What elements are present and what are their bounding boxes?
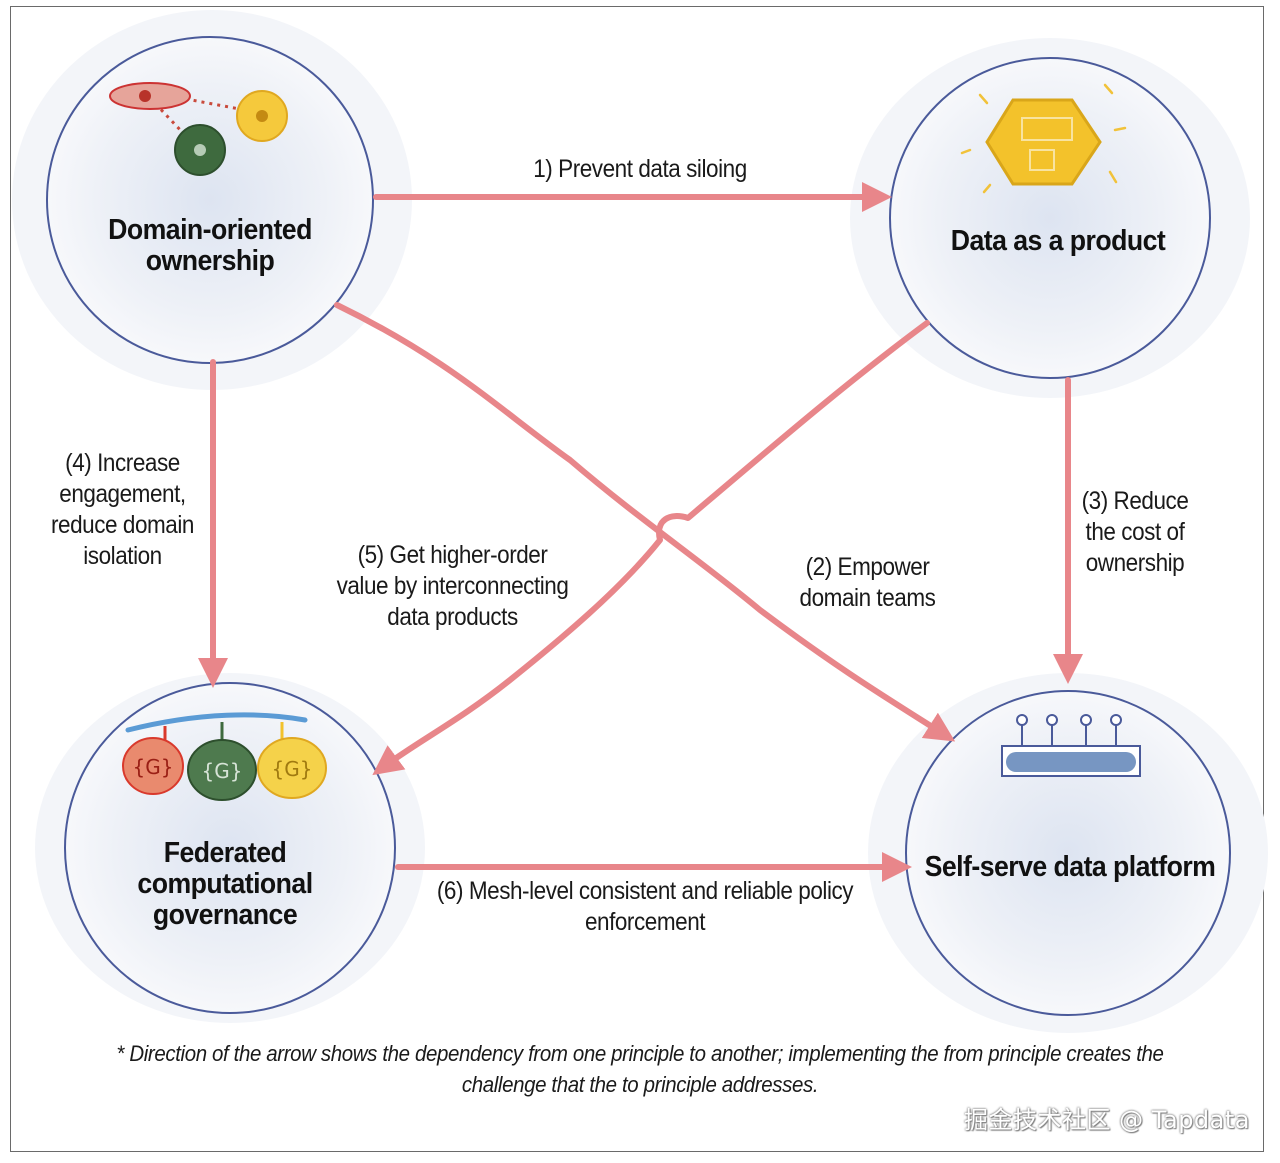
domain-teams-icon [109,82,288,176]
arrow-e2 [334,302,956,742]
edge-label-e4: (4) Increase engagement, reduce domain i… [50,449,194,570]
node-product-title: Data as a product [950,225,1166,257]
data-product-icon [960,83,1127,194]
footnote: * Direction of the arrow shows the depen… [116,1041,1164,1097]
svg-text:{G}: {G} [133,755,174,779]
node-platform-title: Self-serve data platform [924,851,1216,883]
svg-text:{G}: {G} [272,757,313,781]
node-governance-title: Federated computational governance [137,837,313,931]
node-product-circle [850,38,1250,398]
governance-policies-icon: {G} {G} {G} [122,712,327,801]
watermark: 掘金技术社区 @ Tapdata [964,1106,1250,1134]
edge-label-e5: (5) Get higher-order value by interconne… [336,541,569,631]
platform-ports-icon [1001,714,1141,777]
edge-label-e2: (2) Empower domain teams [799,553,936,612]
edge-label-e1: 1) Prevent data siloing [533,155,747,183]
edge-label-e3: (3) Reduce the cost of ownership [1081,487,1189,577]
arrow-e5 [372,320,930,776]
figure-frame [10,6,1264,1152]
edge-label-e6: (6) Mesh-level consistent and reliable p… [436,877,854,936]
node-domain-title: Domain-oriented ownership [108,214,312,277]
node-platform-circle [868,673,1268,1033]
node-domain-circle [12,10,412,390]
svg-text:{G}: {G} [202,759,243,783]
